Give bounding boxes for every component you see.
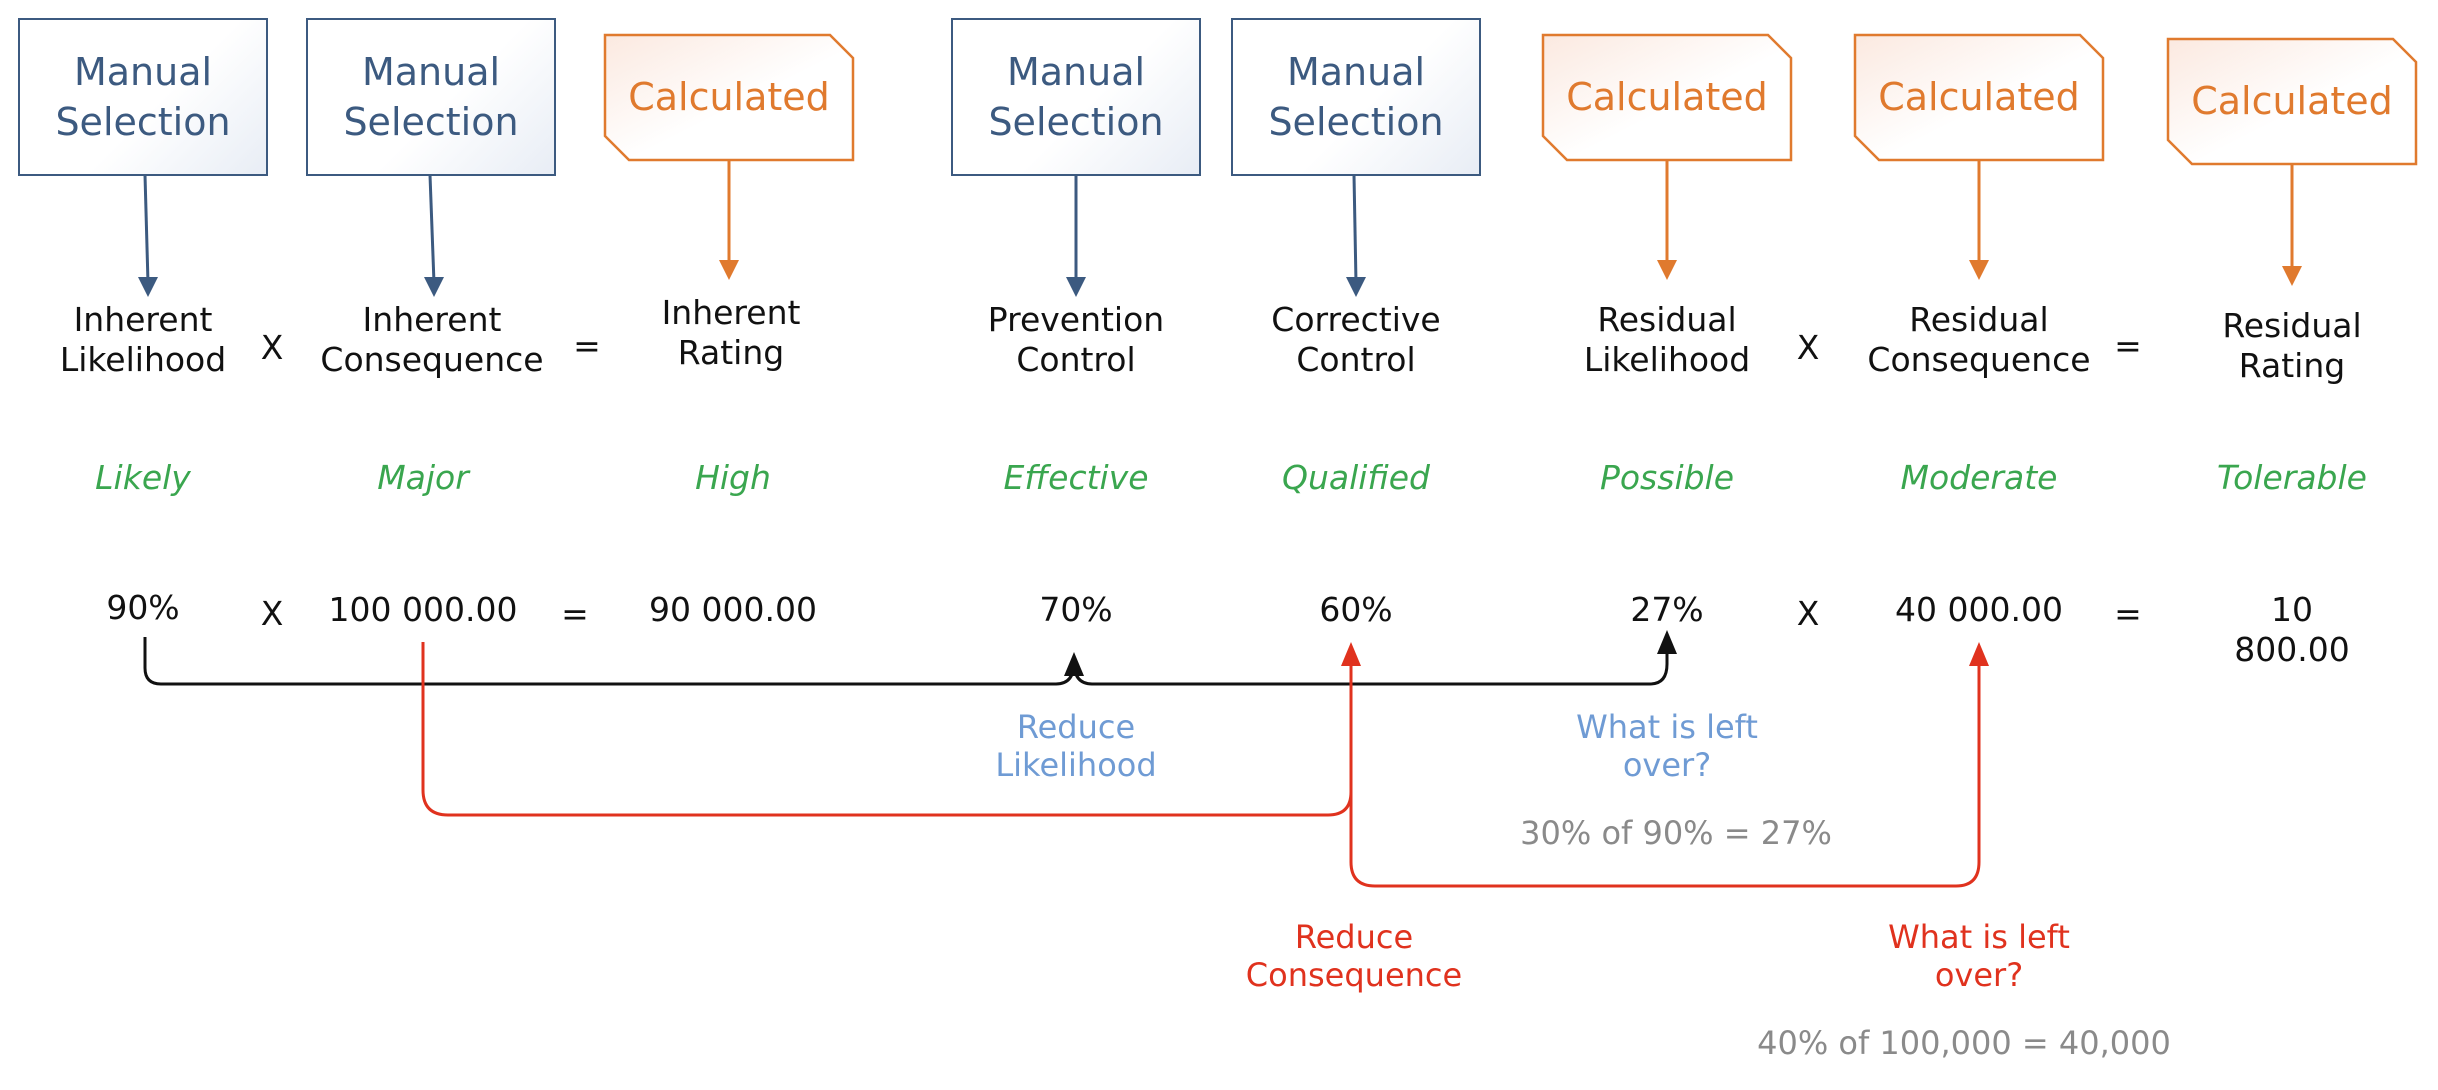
manual-selection-box-inherent-consequence: Manual Selection bbox=[306, 18, 556, 176]
calculated-box-inherent-rating: Calculated bbox=[603, 33, 855, 162]
rating-prevention-control: Effective bbox=[1003, 458, 1149, 497]
calculated-arrows bbox=[719, 160, 2302, 286]
value-inherent-likelihood: 90% bbox=[106, 588, 180, 627]
arrow-to-corrective-control bbox=[1352, 174, 1358, 284]
box-text: Calculated bbox=[1566, 75, 1768, 120]
arrowhead-27-percent bbox=[1657, 630, 1677, 654]
label-residual-rating: Residual Rating bbox=[2222, 306, 2362, 385]
calculated-box-residual-rating: Calculated bbox=[2166, 37, 2418, 166]
note-left-over-consequence: What is left over? bbox=[1888, 918, 2070, 995]
box-text: Calculated bbox=[1878, 75, 2080, 120]
value-corrective-control: 60% bbox=[1319, 590, 1393, 629]
rating-inherent-consequence: Major bbox=[377, 458, 469, 497]
rating-inherent-rating: High bbox=[695, 458, 771, 497]
calculated-shape bbox=[2166, 37, 2418, 166]
manual-selection-box-inherent-likelihood: Manual Selection bbox=[18, 18, 268, 176]
likelihood-path-left bbox=[143, 637, 1076, 686]
multiply-operator-residual-values: X bbox=[1796, 594, 1820, 633]
value-residual-rating: 10 800.00 bbox=[2234, 590, 2350, 669]
label-inherent-likelihood: Inherent Likelihood bbox=[59, 300, 227, 379]
label-residual-consequence: Residual Consequence bbox=[1867, 300, 2091, 379]
box-text: Manual Selection bbox=[988, 49, 1164, 144]
rating-residual-likelihood: Possible bbox=[1599, 458, 1735, 497]
value-prevention-control: 70% bbox=[1039, 590, 1113, 629]
note-calc-likelihood: 30% of 90% = 27% bbox=[1520, 814, 1832, 852]
equals-operator-inherent-values: = bbox=[561, 594, 589, 633]
equals-operator-residual: = bbox=[2114, 326, 2142, 365]
note-left-over-likelihood: What is left over? bbox=[1576, 708, 1758, 785]
note-reduce-consequence: Reduce Consequence bbox=[1245, 918, 1463, 995]
label-corrective-control: Corrective Control bbox=[1271, 300, 1441, 379]
box-text: Manual Selection bbox=[55, 49, 231, 144]
arrowhead-residual-likelihood bbox=[1657, 260, 1677, 280]
value-residual-consequence: 40 000.00 bbox=[1895, 590, 2063, 629]
rating-inherent-likelihood: Likely bbox=[95, 458, 191, 497]
consequence-path-left bbox=[421, 642, 1353, 817]
arrow-to-inherent-consequence bbox=[428, 174, 436, 284]
calculated-shape bbox=[1541, 33, 1793, 162]
box-text: Calculated bbox=[2191, 79, 2393, 124]
label-prevention-control: Prevention Control bbox=[987, 300, 1165, 379]
box-text: Calculated bbox=[628, 75, 830, 120]
arrowhead-inherent-consequence bbox=[424, 277, 444, 297]
arrowhead-residual-consequence bbox=[1969, 260, 1989, 280]
likelihood-path bbox=[143, 637, 1669, 686]
consequence-path-right bbox=[1349, 665, 1981, 888]
arrowhead-inherent-likelihood bbox=[138, 277, 158, 297]
calculated-box-residual-consequence: Calculated bbox=[1853, 33, 2105, 162]
manual-selection-box-corrective-control: Manual Selection bbox=[1231, 18, 1481, 176]
multiply-operator-residual: X bbox=[1796, 328, 1820, 367]
note-reduce-likelihood: Reduce Likelihood bbox=[995, 708, 1157, 785]
arrowhead-corrective-control bbox=[1346, 277, 1366, 297]
arrowhead-70-percent bbox=[1064, 652, 1084, 676]
equals-operator-residual-values: = bbox=[2114, 594, 2142, 633]
consequence-path bbox=[421, 642, 1981, 888]
equals-operator-inherent: = bbox=[573, 326, 601, 365]
rating-residual-consequence: Moderate bbox=[1900, 458, 2058, 497]
multiply-operator-inherent-values: X bbox=[260, 594, 284, 633]
manual-arrows bbox=[138, 174, 1366, 297]
likelihood-path-right bbox=[1072, 650, 1669, 686]
box-text: Manual Selection bbox=[1268, 49, 1444, 144]
arrowhead-prevention-control bbox=[1066, 277, 1086, 297]
arrowhead-60-percent bbox=[1341, 642, 1361, 666]
box-text: Manual Selection bbox=[343, 49, 519, 144]
arrowhead-inherent-rating bbox=[719, 260, 739, 280]
value-inherent-consequence: 100 000.00 bbox=[328, 590, 518, 629]
label-inherent-consequence: Inherent Consequence bbox=[320, 300, 544, 379]
manual-selection-box-prevention-control: Manual Selection bbox=[951, 18, 1201, 176]
rating-corrective-control: Qualified bbox=[1281, 458, 1431, 497]
multiply-operator-inherent: X bbox=[260, 328, 284, 367]
calculated-box-residual-likelihood: Calculated bbox=[1541, 33, 1793, 162]
value-inherent-rating: 90 000.00 bbox=[649, 590, 817, 629]
arrowhead-40000 bbox=[1969, 642, 1989, 666]
note-calc-consequence: 40% of 100,000 = 40,000 bbox=[1757, 1024, 2171, 1062]
arrow-to-inherent-likelihood bbox=[143, 174, 150, 284]
label-residual-likelihood: Residual Likelihood bbox=[1583, 300, 1751, 379]
calculated-shape bbox=[1853, 33, 2105, 162]
value-residual-likelihood: 27% bbox=[1630, 590, 1704, 629]
rating-residual-rating: Tolerable bbox=[2217, 458, 2367, 497]
arrowhead-residual-rating bbox=[2282, 266, 2302, 286]
label-inherent-rating: Inherent Rating bbox=[661, 293, 801, 372]
calculated-shape bbox=[603, 33, 855, 162]
